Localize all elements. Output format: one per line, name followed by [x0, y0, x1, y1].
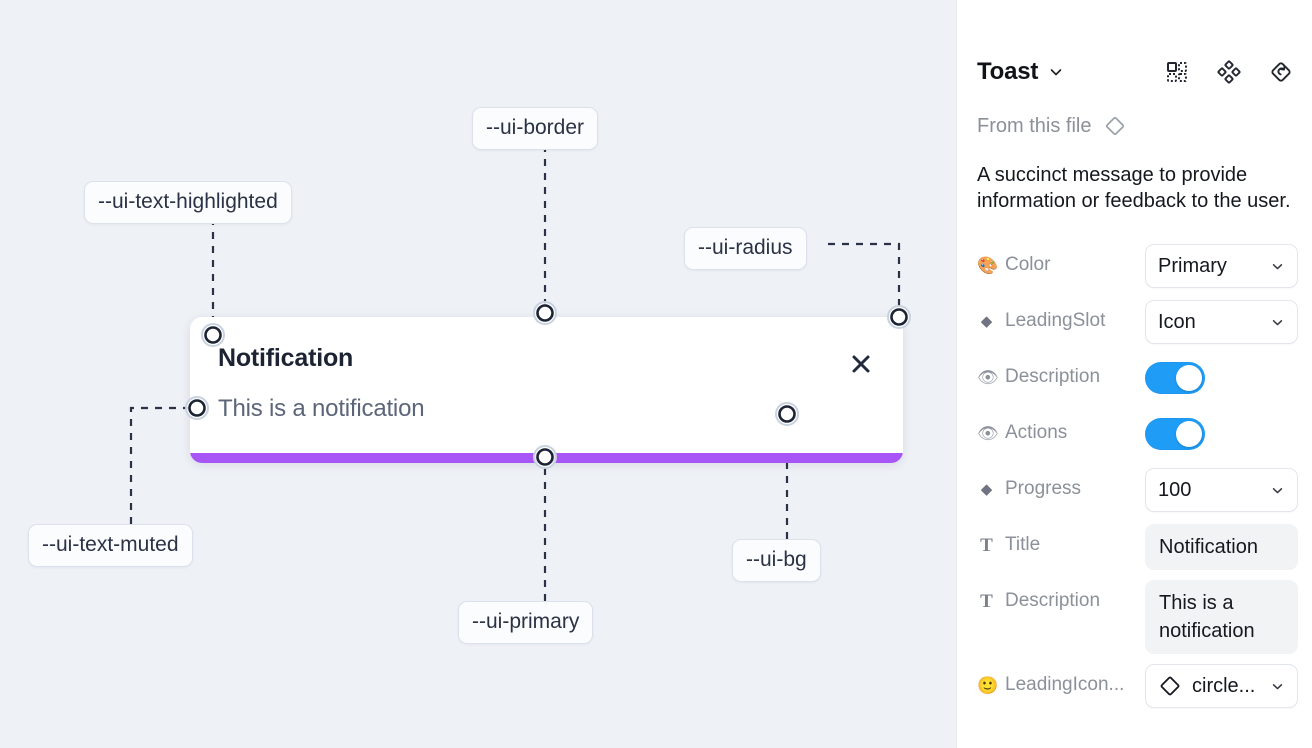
component-description: A succinct message to provide informatio… [977, 164, 1291, 212]
property-row-description-visibility: 👁 Description [977, 356, 1298, 402]
properties-panel: Toast [956, 0, 1312, 748]
chevron-down-icon [1262, 483, 1285, 498]
page-title: Toast [977, 58, 1039, 85]
property-control-description-text: This is a notification [1145, 580, 1298, 654]
property-row-progress: ◆ Progress 100 [977, 468, 1298, 514]
leadingslot-select-value: Icon [1158, 310, 1196, 333]
property-control-actions [1145, 412, 1298, 450]
diamond-icon [1103, 114, 1127, 138]
property-control-leadingslot: Icon [1145, 300, 1298, 344]
toast-title: Notification [218, 344, 354, 372]
property-control-progress: 100 [1145, 468, 1298, 512]
toast-progress-bar [190, 453, 903, 463]
eye-icon: 👁 [977, 367, 999, 387]
actions-toggle[interactable] [1145, 418, 1205, 450]
property-label-text: Description [1005, 590, 1101, 611]
from-this-file-row[interactable]: From this file [977, 114, 1127, 138]
property-label-description-visibility: 👁 Description [977, 356, 1145, 388]
property-list: 🎨 Color Primary [977, 244, 1298, 720]
progress-select-value: 100 [1158, 478, 1192, 501]
property-label-text: Title [1005, 534, 1041, 555]
token-chip-ui-border[interactable]: --ui-border [472, 107, 599, 150]
palette-icon: 🎨 [977, 255, 999, 275]
description-input-value: This is a notification [1159, 592, 1255, 642]
property-row-leadingicon: 🙂 LeadingIcon... circle... [977, 664, 1298, 710]
title-input-value: Notification [1159, 536, 1258, 558]
token-chip-ui-text-highlighted[interactable]: --ui-text-highlighted [84, 181, 292, 224]
property-label-text: LeadingIcon... [1005, 674, 1125, 695]
property-control-title: Notification [1145, 524, 1298, 570]
token-chip-ui-text-muted[interactable]: --ui-text-muted [28, 524, 193, 567]
leadingicon-select[interactable]: circle... [1145, 664, 1298, 708]
property-label-text: Color [1005, 254, 1051, 275]
property-row-description-text: T Description This is a notification [977, 580, 1298, 654]
diamond-icon: ◆ [980, 312, 993, 330]
description-toggle[interactable] [1145, 362, 1205, 394]
token-chip-ui-radius[interactable]: --ui-radius [684, 227, 807, 270]
property-control-description-visibility [1145, 356, 1298, 394]
reset-instance-icon[interactable] [1268, 59, 1294, 85]
property-control-leadingicon: circle... [1145, 664, 1298, 708]
component-diamond-icon[interactable] [1216, 59, 1242, 85]
toast-preview-card[interactable]: Notification This is a notification [190, 317, 903, 463]
toast-description: This is a notification [218, 395, 425, 422]
property-label-text: Description [1005, 366, 1101, 387]
property-label-description-text: T Description [977, 580, 1145, 612]
toggle-knob [1176, 421, 1202, 447]
component-set-icon[interactable] [1164, 59, 1190, 85]
property-label-actions: 👁 Actions [977, 412, 1145, 444]
property-label-text: Progress [1005, 478, 1082, 499]
leadingslot-select[interactable]: Icon [1145, 300, 1298, 344]
property-row-color: 🎨 Color Primary [977, 244, 1298, 290]
text-icon: T [980, 534, 993, 556]
diamond-icon [1158, 674, 1182, 698]
title-input[interactable]: Notification [1145, 524, 1298, 570]
chevron-down-icon[interactable] [1048, 64, 1064, 80]
property-label-leadingicon: 🙂 LeadingIcon... [977, 664, 1145, 696]
property-label-leadingslot: ◆ LeadingSlot [977, 300, 1145, 332]
color-select-value: Primary [1158, 254, 1227, 277]
eye-icon: 👁 [977, 423, 999, 443]
design-canvas[interactable]: Notification This is a notification [0, 0, 956, 748]
property-row-actions: 👁 Actions [977, 412, 1298, 458]
text-icon: T [980, 590, 993, 612]
panel-header: Toast [977, 52, 1296, 92]
property-label-progress: ◆ Progress [977, 468, 1145, 500]
description-input[interactable]: This is a notification [1145, 580, 1298, 654]
property-row-title: T Title Notification [977, 524, 1298, 570]
progress-select[interactable]: 100 [1145, 468, 1298, 512]
from-this-file-label: From this file [977, 114, 1092, 137]
chevron-down-icon [1262, 679, 1285, 694]
color-select[interactable]: Primary [1145, 244, 1298, 288]
chevron-down-icon [1262, 259, 1285, 274]
leadingicon-select-value: circle... [1192, 674, 1256, 697]
toggle-knob [1176, 365, 1202, 391]
header-icon-group [1164, 59, 1296, 85]
token-chip-ui-bg[interactable]: --ui-bg [732, 539, 821, 582]
chevron-down-icon [1262, 315, 1285, 330]
close-icon[interactable] [847, 350, 875, 378]
property-label-title: T Title [977, 524, 1145, 556]
smiley-icon: 🙂 [977, 675, 999, 695]
property-label-text: LeadingSlot [1005, 310, 1106, 331]
property-label-color: 🎨 Color [977, 244, 1145, 276]
property-control-color: Primary [1145, 244, 1298, 288]
property-row-leadingslot: ◆ LeadingSlot Icon [977, 300, 1298, 346]
diamond-icon: ◆ [980, 480, 993, 498]
token-chip-ui-primary[interactable]: --ui-primary [458, 601, 594, 644]
property-label-text: Actions [1005, 422, 1068, 443]
